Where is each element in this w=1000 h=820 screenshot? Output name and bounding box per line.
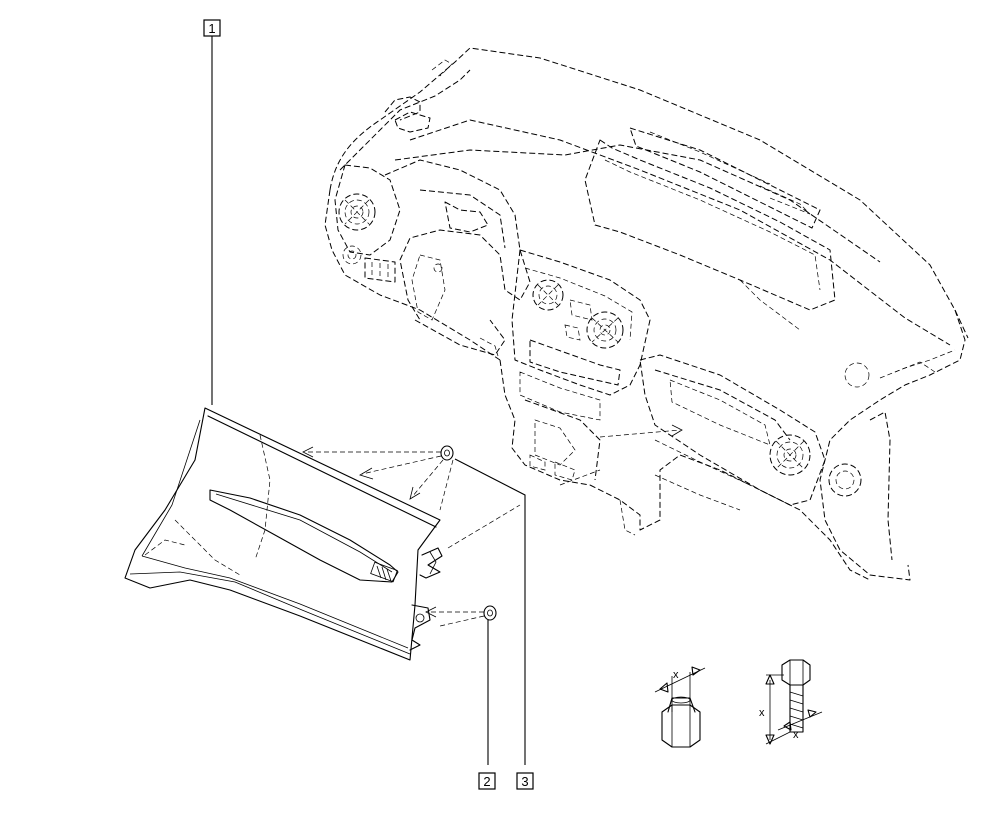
bolt-diameter-label: x	[793, 729, 799, 741]
callout-1-label: 1	[208, 21, 215, 36]
lower-trim-panel	[124, 407, 443, 661]
fastener-screw-2	[483, 605, 497, 621]
nut-dimension-label: x	[673, 669, 679, 681]
callout-2-label: 2	[483, 774, 490, 789]
callout-3: 3	[516, 772, 534, 790]
callout-3-label: 3	[521, 774, 528, 789]
nut-size-symbol: x	[654, 666, 706, 748]
dashboard-assembly	[324, 47, 969, 581]
bolt-size-symbol: x x	[759, 659, 823, 745]
leader-lines	[211, 36, 526, 765]
callout-2: 2	[478, 772, 496, 790]
assembly-lines	[302, 446, 521, 627]
callout-1: 1	[203, 19, 221, 37]
fastener-clip-3	[440, 445, 454, 461]
bolt-length-label: x	[759, 707, 765, 719]
